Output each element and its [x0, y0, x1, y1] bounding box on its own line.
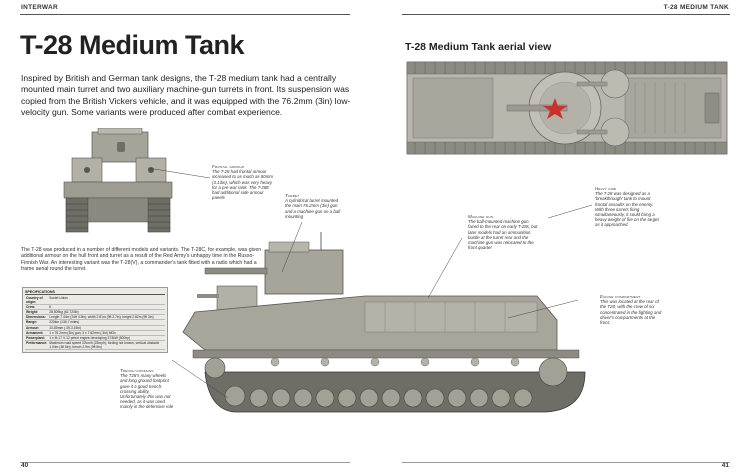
callout-heavy-fire: Heavy fire The T-28 was designed as a 'b…	[595, 186, 659, 228]
spec-key: Country of origin:	[25, 296, 49, 306]
callout-engine-compartment: Engine compartment This was located at t…	[600, 294, 662, 325]
callout-heading: Turret	[285, 193, 300, 198]
section-label-right: T-28 MEDIUM TANK	[663, 4, 729, 11]
callout-turret: Turret A cylindrical turret mounted the …	[285, 193, 345, 219]
tank-side-illustration	[182, 232, 586, 413]
spec-value: 28,509kg (62,720lb)	[48, 309, 165, 316]
spec-value: 10-80mm (.39-3.15in)	[48, 325, 165, 331]
spec-key: Armour:	[25, 325, 49, 331]
spec-value: 1 x M-17 V-12 petrol engine developing 3…	[48, 335, 165, 341]
spec-key: Crew:	[25, 304, 49, 311]
spec-row: Armour:10-80mm (.39-3.15in)	[25, 325, 165, 331]
specifications-heading: SPECIFICATIONS	[25, 290, 165, 295]
spec-row: Performance:Maximum road speed 37km/h (2…	[25, 340, 165, 351]
spec-row: Dimensions:Length 7.44m (24ft 4.9in); wi…	[25, 314, 165, 321]
spec-value: Soviet Union	[48, 296, 165, 306]
tank-aerial-illustration	[406, 61, 728, 155]
spec-key: Armament:	[25, 330, 49, 336]
spec-key: Dimensions:	[25, 314, 49, 321]
callout-heading: Frontal armour	[212, 164, 244, 169]
callout-text: A cylindrical turret mounted the main 76…	[285, 198, 341, 219]
body-paragraph: The T-28 was produced in a number of dif…	[21, 247, 262, 273]
callout-trench-crossing: Trench-crossing The T28's many wheels an…	[120, 368, 174, 410]
spec-key: Performance:	[25, 340, 49, 351]
spec-row: Crew:6	[25, 304, 165, 311]
callout-text: The T-28 was designed as a 'breakthrough…	[595, 191, 659, 228]
callout-heading: Machine gun	[468, 214, 494, 219]
callout-heading: Trench-crossing	[120, 368, 154, 373]
specifications-box: SPECIFICATIONS Country of origin:Soviet …	[22, 287, 168, 354]
spec-row: Country of origin:Soviet Union	[25, 296, 165, 306]
callout-text: The T28's many wheels and long ground fo…	[120, 373, 174, 410]
page-number-right: 41	[721, 462, 729, 469]
intro-paragraph: Inspired by British and German tank desi…	[21, 73, 351, 117]
tank-front-illustration	[63, 128, 173, 233]
section-label-left: INTERWAR	[21, 4, 58, 11]
spec-value: Length 7.44m (24ft 4.9in); width 2.81m (…	[48, 314, 165, 321]
footer-rule-left	[20, 462, 350, 463]
header-rule-left	[20, 14, 350, 15]
spec-row: Range:220km (136.7 miles)	[25, 319, 165, 326]
callout-text: The ball-mounted machine gun faced to th…	[468, 219, 538, 251]
spec-key: Weight:	[25, 309, 49, 316]
callout-text: The T-28 had frontal armour increased to…	[212, 169, 274, 201]
page-title: T-28 Medium Tank	[20, 30, 245, 60]
spec-row: Weight:28,509kg (62,720lb)	[25, 309, 165, 316]
spec-key: Range:	[25, 319, 49, 326]
callout-machine-gun: Machine gun The ball-mounted machine gun…	[468, 214, 538, 250]
callout-frontal-armour: Frontal armour The T-28 had frontal armo…	[212, 164, 274, 200]
spec-key: Powerplant:	[25, 335, 49, 341]
spec-value: 1 x 76.2mm (3in) gun; 3 x 7.62mm (.3in) …	[48, 330, 165, 336]
spec-row: Powerplant:1 x M-17 V-12 petrol engine d…	[25, 335, 165, 341]
page-number-left: 40	[21, 462, 29, 469]
footer-rule-right	[402, 462, 730, 463]
spec-value: Maximum road speed 37km/h (23mph); fordi…	[48, 340, 165, 351]
header-rule-right	[402, 14, 730, 15]
callout-heading: Engine compartment	[600, 294, 641, 299]
spec-row: Armament:1 x 76.2mm (3in) gun; 3 x 7.62m…	[25, 330, 165, 336]
spec-value: 6	[48, 304, 165, 311]
aerial-view-title: T-28 Medium Tank aerial view	[405, 41, 552, 53]
callout-text: This was located at the rear of the T28,…	[600, 299, 662, 326]
spec-value: 220km (136.7 miles)	[48, 319, 165, 326]
callout-heading: Heavy fire	[595, 186, 617, 191]
